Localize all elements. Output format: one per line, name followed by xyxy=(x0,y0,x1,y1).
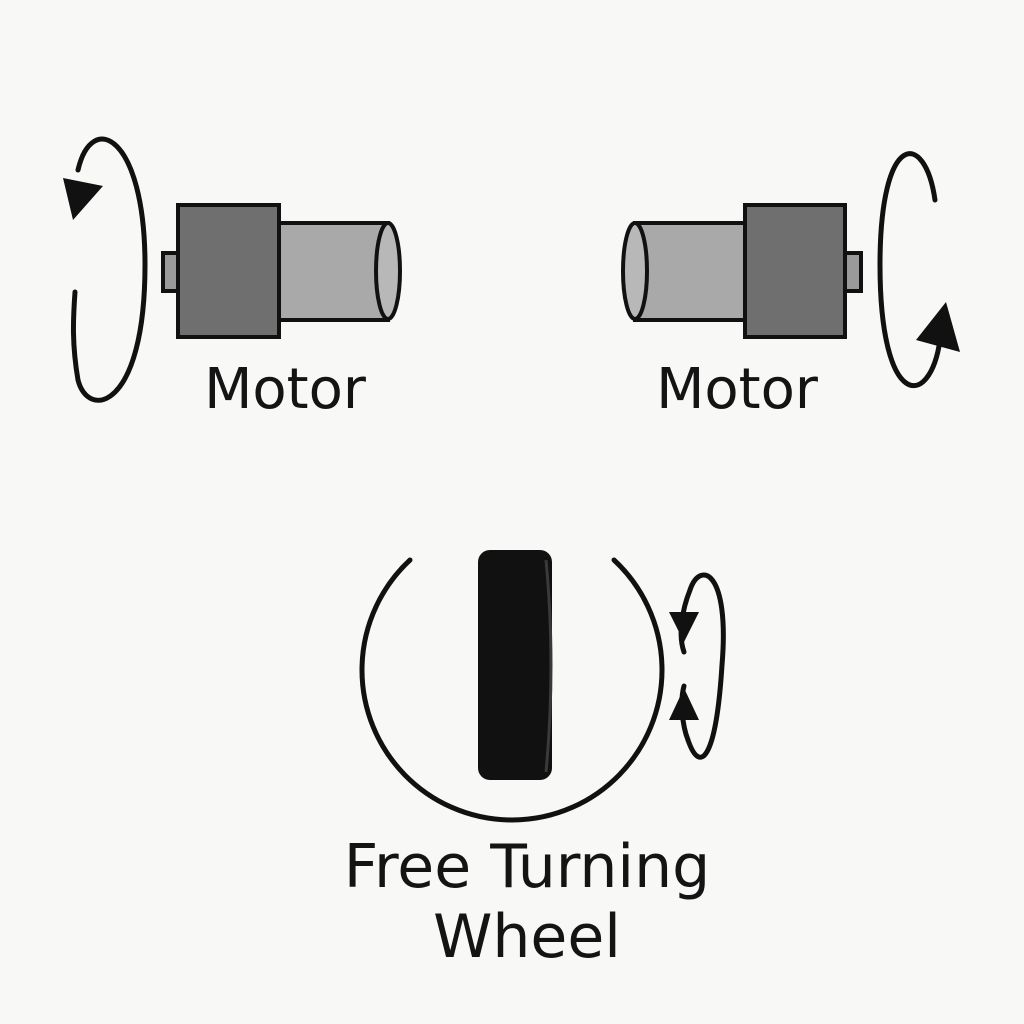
left-motor xyxy=(63,136,402,403)
free-turning-wheel xyxy=(359,550,726,823)
left-motor-label: Motor xyxy=(204,357,366,422)
wheel-icon xyxy=(478,550,553,780)
right-motor-body xyxy=(743,203,847,339)
wheel-label-line2: Wheel xyxy=(433,902,621,972)
left-motor-body xyxy=(176,203,281,339)
right-motor-label: Motor xyxy=(656,357,818,422)
clockwise-rotation-arrow-icon xyxy=(877,151,960,389)
swivel-rotation-arrows-icon xyxy=(669,572,726,760)
wheel-swivel-arc xyxy=(359,557,665,823)
right-motor-shaft-housing xyxy=(621,221,747,322)
counterclockwise-rotation-arrow-icon xyxy=(63,136,148,403)
wheel-label: Free Turning Wheel xyxy=(262,832,792,972)
right-motor xyxy=(621,151,960,389)
wheel-label-line1: Free Turning xyxy=(343,832,711,902)
left-motor-shaft-housing xyxy=(276,221,402,322)
